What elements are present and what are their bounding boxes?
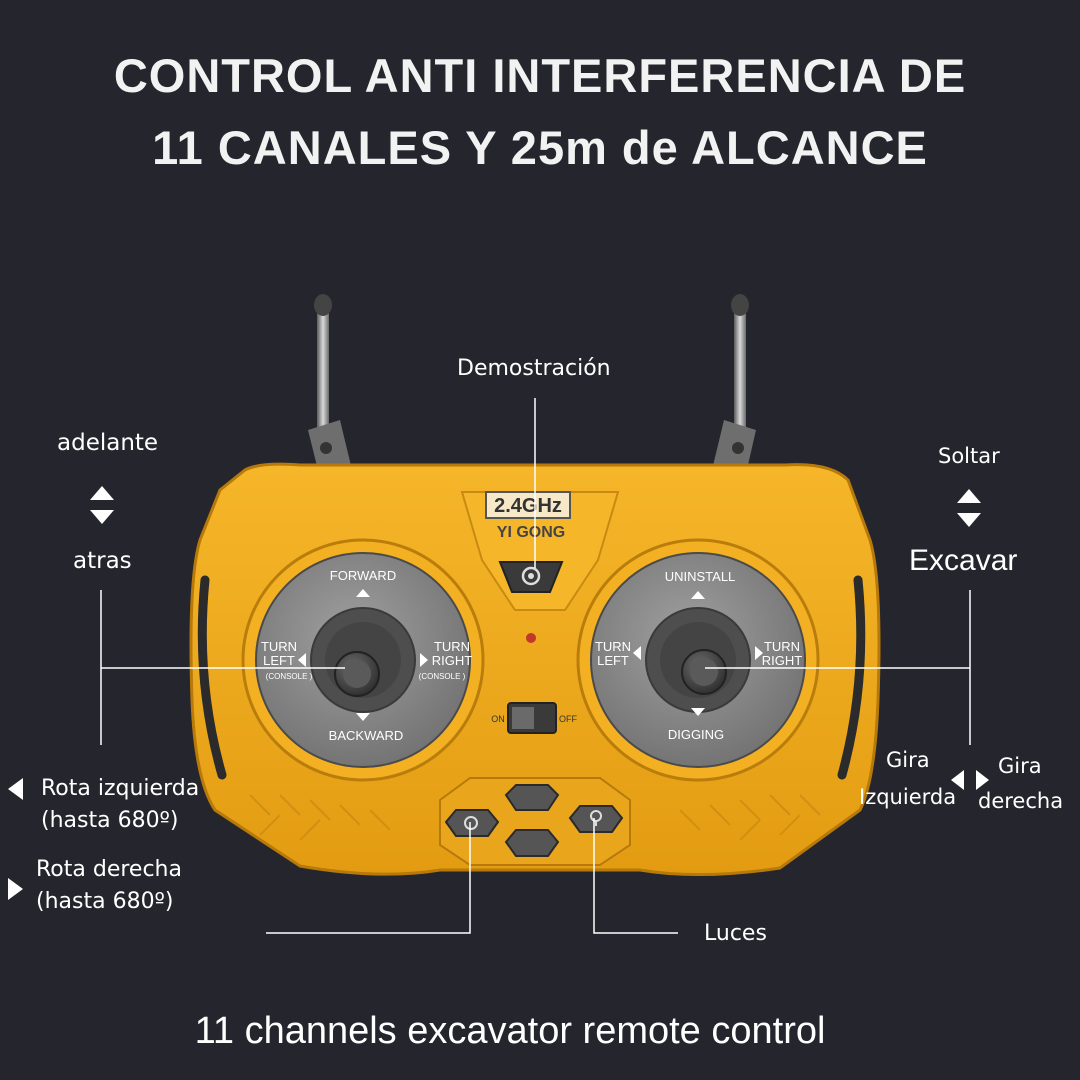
rs-up-label: UNINSTALL [665,569,736,584]
ls-lsub-label: (CONSOLE ) [266,672,313,681]
arrow-up-icon [957,489,981,503]
ls-r1-label: TURN [434,639,470,654]
rs-down-label: DIGGING [668,727,724,742]
turn-left-label-2: Izquierda [859,785,957,809]
rotate-bottom-button[interactable] [504,829,560,857]
rotate-top-button[interactable] [504,784,560,811]
rs-r1-label: TURN [764,639,800,654]
power-led [526,633,536,643]
arrow-left-icon [951,770,964,790]
ls-l2-label: LEFT [263,653,295,668]
footer-caption: 11 channels excavator remote control [194,1010,826,1052]
demo-button[interactable] [498,561,564,593]
demo-label: Demostración [457,356,611,381]
right-antenna [712,294,756,478]
dig-label: Excavar [909,544,1018,577]
headline-line-2: 11 CANALES Y 25m de ALCANCE [152,121,928,174]
rs-l2-label: LEFT [597,653,629,668]
arrow-right-icon [8,878,23,900]
rotate-right-label: Rota derecha [36,857,182,882]
turn-left-label-1: Gira [886,748,930,772]
brand-text: YI GONG [497,524,565,541]
ls-rsub-label: (CONSOLE ) [419,672,466,681]
arrow-up-icon [90,486,114,500]
ls-l1-label: TURN [261,639,297,654]
lights-button[interactable] [568,805,624,833]
left-antenna [308,294,352,478]
ls-down-label: BACKWARD [329,728,404,743]
button-cluster [439,777,631,866]
frequency-text: 2.4GHz [494,495,562,517]
rotate-left-limit: (hasta 680º) [41,808,179,833]
rotate-mode-button[interactable] [444,809,500,837]
callout-lines [100,398,971,934]
forward-label: adelante [57,430,159,456]
switch-on-label: ON [491,714,505,724]
switch-off-label: OFF [559,714,577,724]
lights-label: Luces [704,921,767,946]
right-joystick[interactable] [681,649,727,695]
turn-right-label-2: derecha [978,789,1064,813]
rotate-icon [464,816,478,830]
arrow-left-icon [8,778,23,800]
arrow-down-icon [957,513,981,527]
rs-r2-label: RIGHT [762,653,803,668]
annotation-arrows [8,486,989,900]
arrow-down-icon [90,510,114,524]
turn-right-label-1: Gira [998,754,1042,778]
headline-line-1: CONTROL ANTI INTERFERENCIA DE [113,49,967,102]
arrow-right-icon [976,770,989,790]
rotate-right-limit: (hasta 680º) [36,889,174,914]
ls-r2-label: RIGHT [432,653,473,668]
rs-l1-label: TURN [595,639,631,654]
left-joystick[interactable] [334,651,380,697]
ls-up-label: FORWARD [330,568,396,583]
rotate-left-label: Rota izquierda [41,776,200,801]
gear-icon [521,566,541,586]
back-label: atras [73,548,132,574]
frequency-plate: 2.4GHz YI GONG [485,491,571,541]
release-label: Soltar [938,444,1000,468]
power-switch[interactable]: ON OFF [491,702,577,734]
